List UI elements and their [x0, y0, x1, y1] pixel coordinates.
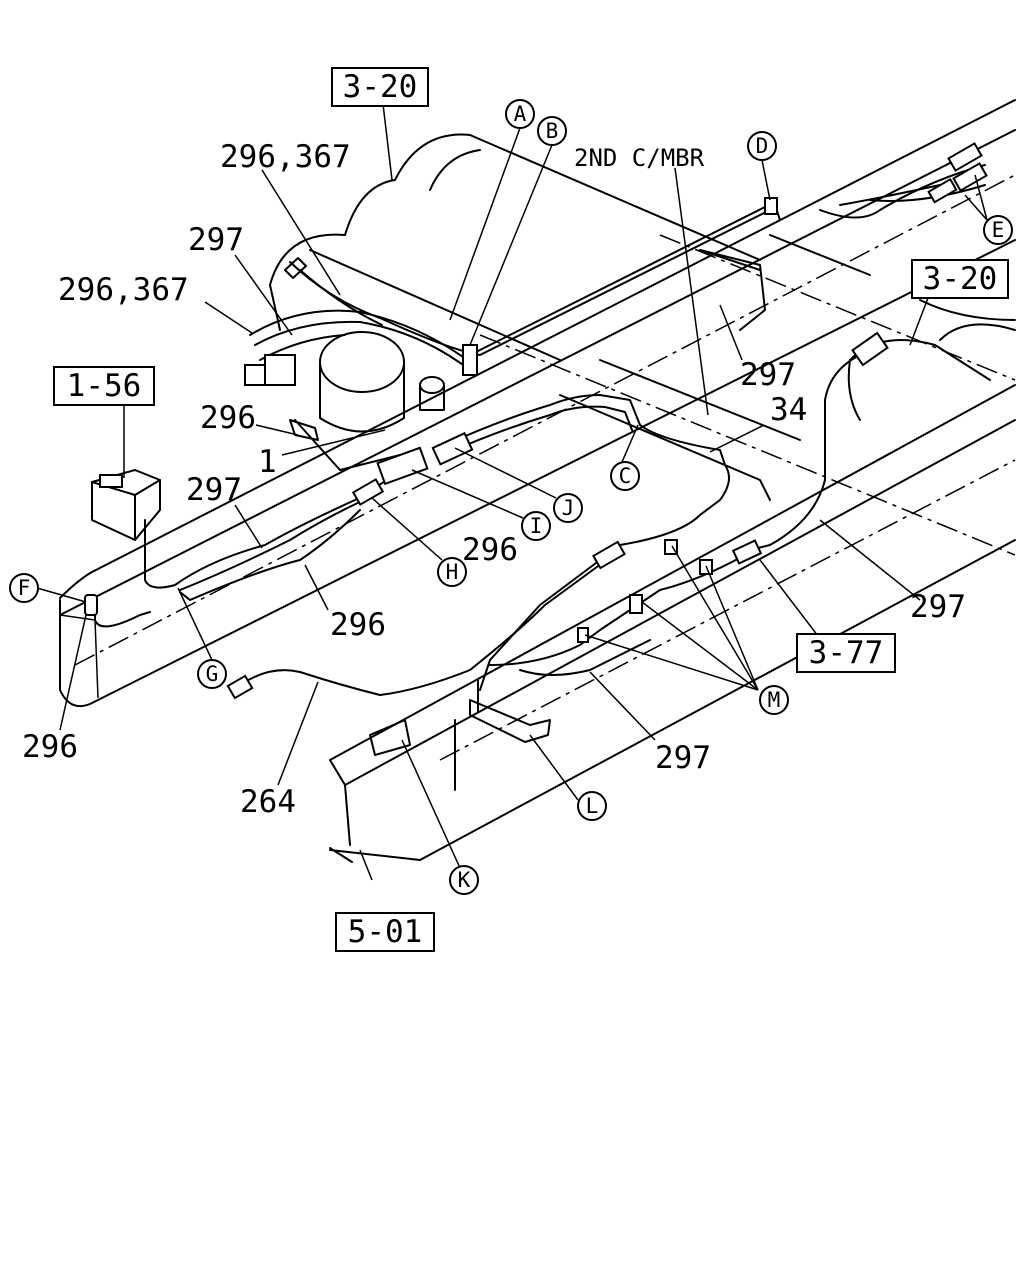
reference-boxes: 3-20 3-20 1-56 3-77 5-01	[53, 67, 1009, 952]
fittings	[84, 142, 988, 756]
label-297-upper: 297	[188, 222, 244, 258]
label-264: 264	[240, 784, 296, 820]
callout-D: D	[756, 134, 769, 158]
callout-H: H	[446, 560, 459, 584]
ref-box-3-77: 3-77	[809, 635, 884, 671]
callout-A: A	[514, 102, 527, 126]
callout-J: J	[562, 496, 575, 520]
ref-box-5-01: 5-01	[348, 914, 423, 950]
callout-C: C	[619, 464, 632, 488]
label-2nd-cross-member: 2ND C/MBR	[574, 144, 705, 172]
frame-rails	[59, 99, 1016, 863]
air-tanks	[269, 133, 1016, 471]
label-296-367-top: 296,367	[220, 139, 351, 175]
callout-M: M	[768, 688, 781, 712]
callouts: A B D E F G C J I H L K M	[9, 99, 1013, 895]
callout-L: L	[586, 794, 599, 818]
callout-K: K	[458, 868, 471, 892]
ref-box-3-20-right: 3-20	[923, 261, 998, 297]
label-296-367-left: 296,367	[58, 272, 189, 308]
label-34: 34	[770, 392, 807, 428]
label-297-bottom: 297	[655, 740, 711, 776]
label-297-mid: 297	[186, 472, 242, 508]
label-297-right-upper: 297	[740, 357, 796, 393]
callout-G: G	[206, 662, 219, 686]
callout-I: I	[530, 514, 543, 538]
label-296-upper: 296	[200, 400, 256, 436]
part-number-labels: 296,367 297 296,367 296 1 297 296 296 29…	[22, 139, 966, 820]
label-296-lower: 296	[330, 607, 386, 643]
ref-box-3-20-top: 3-20	[343, 69, 418, 105]
label-296-left: 296	[22, 729, 78, 765]
ref-box-1-56: 1-56	[67, 368, 142, 404]
label-1: 1	[258, 444, 277, 480]
callout-F: F	[18, 576, 31, 600]
label-296-mid: 296	[462, 532, 518, 568]
callout-B: B	[546, 119, 559, 143]
label-297-right: 297	[910, 589, 966, 625]
callout-E: E	[992, 218, 1005, 242]
leader-lines	[36, 103, 988, 881]
